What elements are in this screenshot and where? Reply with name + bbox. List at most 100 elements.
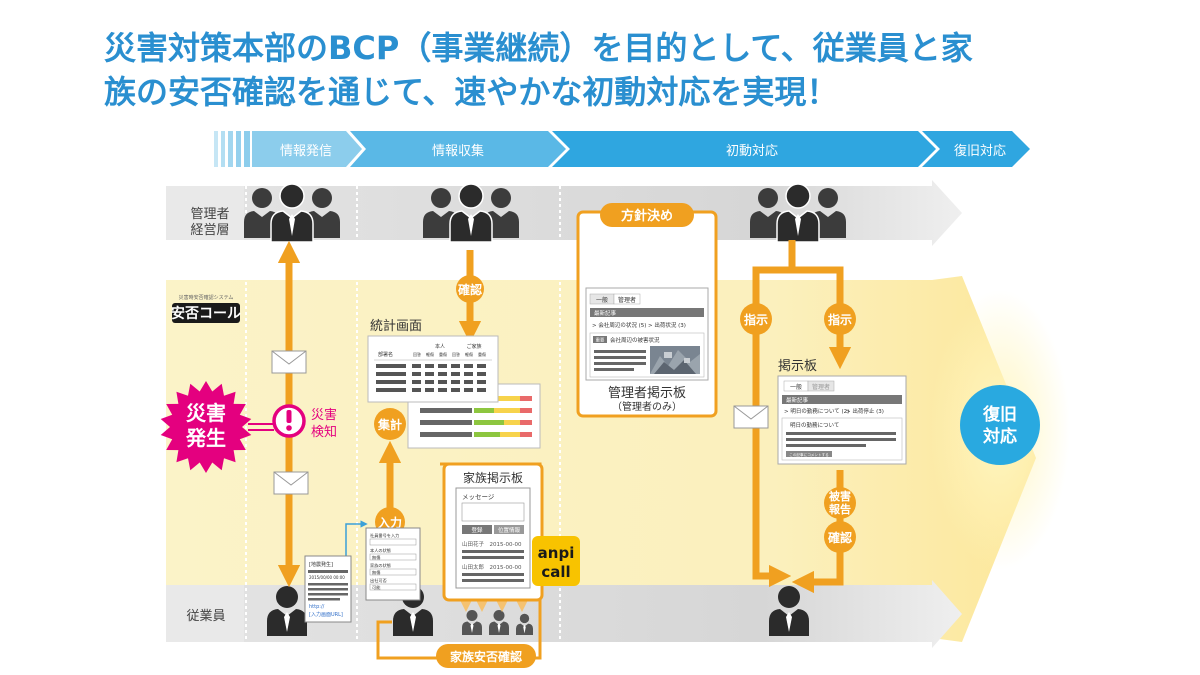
svg-text:本人: 本人 [435, 343, 445, 350]
phase-arrow-recovery [922, 131, 1030, 167]
url-link: http:// [309, 604, 325, 610]
badge-instruction-1: 指示 [740, 303, 772, 335]
phase-label-4: 復旧対応 [954, 143, 1006, 159]
input-form-screen: 社員番号を入力 本人の状態 無傷 家族の状態 無傷 出社可否 可能 [365, 527, 421, 601]
svg-text:重要: 重要 [596, 337, 605, 344]
svg-text:anpi: anpi [538, 544, 575, 562]
phase-bar: 情報発信 情報収集 初動対応 復旧対応 [214, 131, 1030, 167]
board-screen: 一般 管理者 最新記事 > 明日の勤務について (2) > 出荷停止 (3) 明… [777, 375, 907, 465]
lane-label-management-2: 経営層 [190, 223, 229, 238]
svg-text:被害: 被害 [829, 489, 851, 503]
mail-icon [271, 350, 307, 374]
svg-text:> 会社周辺の状況 (5): > 会社周辺の状況 (5) [592, 321, 646, 329]
svg-text:無傷: 無傷 [372, 569, 381, 576]
svg-text:> 出荷停止 (3): > 出荷停止 (3) [846, 407, 884, 415]
policy-label: 方針決め [621, 208, 673, 224]
lane-label-employees: 従業員 [186, 608, 225, 624]
svg-text:位置情報: 位置情報 [498, 526, 521, 534]
svg-text:一般: 一般 [596, 296, 608, 304]
employee-lane [166, 580, 962, 648]
svg-text:山田太郎 2015-00-00: 山田太郎 2015-00-00 [462, 563, 522, 571]
svg-text:最新記事: 最新記事 [594, 309, 617, 317]
svg-text:部署名: 部署名 [378, 351, 393, 358]
detection-label-1: 災害 [311, 407, 337, 423]
detection-label-2: 検知 [311, 424, 337, 440]
phase-arrow-info-send [252, 131, 362, 167]
damage-photo [650, 346, 700, 374]
svg-text:災害時安否確認システム: 災害時安否確認システム [179, 294, 234, 301]
recovery-label-2: 対応 [982, 426, 1017, 447]
badge-instruction-2: 指示 [824, 303, 856, 335]
badge-confirm-top: 確認 [456, 275, 484, 303]
alert-icon [272, 404, 306, 438]
family-board-panel: 家族掲示板 メッセージ 登録 位置情報 山田花子 2015-00-00 山田太郎… [442, 462, 544, 602]
url-link-text: [入力画面URL] [309, 611, 343, 618]
board-label: 掲示板 [778, 358, 817, 374]
svg-text:社員番号を入力: 社員番号を入力 [370, 532, 399, 539]
svg-text:報告: 報告 [829, 502, 851, 516]
mail-icon [733, 405, 769, 429]
svg-text:出社可否: 出社可否 [370, 577, 387, 584]
svg-text:可能: 可能 [372, 584, 381, 591]
svg-text:管理者: 管理者 [618, 296, 636, 304]
svg-text:入力: 入力 [378, 515, 402, 530]
phase-arrow-info-collect [350, 131, 566, 167]
phase-label-2: 情報収集 [432, 143, 484, 159]
svg-text:家族の状態: 家族の状態 [370, 562, 391, 569]
svg-text:管理者: 管理者 [812, 383, 830, 391]
detection-connector [248, 423, 274, 431]
system-logo-text: 安否コール [171, 305, 241, 322]
svg-text:指示: 指示 [744, 312, 768, 327]
svg-text:> 明日の勤務について (2): > 明日の勤務について (2) [784, 407, 849, 415]
admin-board-label: 管理者掲示板 [608, 385, 686, 401]
svg-text:会社周辺の被害状況: 会社周辺の被害状況 [610, 336, 660, 344]
system-logo: 災害時安否確認システム 安否コール [171, 294, 241, 323]
svg-text:call: call [541, 563, 570, 581]
svg-text:最新記事: 最新記事 [786, 396, 809, 404]
svg-text:この記事にコメントする: この記事にコメントする [789, 452, 829, 457]
phase-label-3: 初動対応 [726, 144, 778, 159]
svg-text:> 出荷状況 (3): > 出荷状況 (3) [648, 321, 686, 329]
svg-text:メッセージ: メッセージ [462, 493, 495, 501]
phase-arrow-initial-response [552, 131, 936, 167]
badge-confirm-bottom: 確認 [824, 521, 856, 553]
mail-icon [273, 471, 309, 495]
svg-text:回答: 回答 [452, 351, 460, 357]
phase-label-1: 情報発信 [280, 144, 332, 159]
stats-screen: 部署名 本人 ご家族 回答 軽傷 重傷 回答 軽傷 重傷 [367, 335, 499, 403]
svg-text:確認: 確認 [458, 282, 482, 297]
anpi-call-logo: anpi call [532, 536, 580, 586]
policy-badge [600, 203, 694, 227]
family-safety-badge: 家族安否確認 [436, 644, 536, 668]
svg-text:確認: 確認 [828, 530, 852, 545]
lane-label-management-1: 管理者 [190, 207, 229, 222]
headline-line-1: 災害対策本部のBCP（事業継続）を目的として、従業員と家 [104, 29, 973, 67]
svg-text:一般: 一般 [790, 383, 802, 391]
svg-text:家族安否確認: 家族安否確認 [450, 649, 522, 664]
badge-aggregate: 集計 [374, 408, 406, 440]
recovery-circle: 復旧 対応 [960, 385, 1040, 465]
svg-text:山田花子 2015-00-00: 山田花子 2015-00-00 [462, 540, 522, 548]
stats-screen-label: 統計画面 [370, 318, 422, 334]
svg-text:明日の勤務について: 明日の勤務について [790, 421, 839, 429]
svg-text:2015/00/00 00:00: 2015/00/00 00:00 [309, 575, 345, 580]
svg-text:重傷: 重傷 [439, 351, 447, 357]
disaster-label-1: 災害 [186, 401, 226, 425]
svg-text:回答: 回答 [413, 351, 421, 357]
svg-text:集計: 集計 [377, 417, 402, 432]
svg-text:軽傷: 軽傷 [426, 351, 434, 357]
svg-text:無傷: 無傷 [372, 554, 381, 561]
admin-only-label: （管理者のみ） [612, 400, 682, 413]
badge-damage-report: 被害 報告 [824, 487, 856, 519]
svg-text:登録: 登録 [471, 526, 483, 534]
svg-text:本人の状態: 本人の状態 [370, 547, 391, 554]
svg-text:軽傷: 軽傷 [465, 351, 473, 357]
family-board-label: 家族掲示板 [463, 470, 523, 485]
disaster-burst: 災害 発生 [160, 381, 252, 473]
svg-text:[地震発生]: [地震発生] [309, 561, 333, 568]
headline: 災害対策本部のBCP（事業継続）を目的として、従業員と家 族の安否確認を通じて、… [104, 26, 1164, 114]
email-phone-screen: [地震発生] 2015/00/00 00:00 http:// [入力画面URL… [304, 555, 352, 623]
svg-text:指示: 指示 [828, 312, 852, 327]
headline-line-2: 族の安否確認を通じて、速やかな初動対応を実現！ [104, 73, 839, 111]
